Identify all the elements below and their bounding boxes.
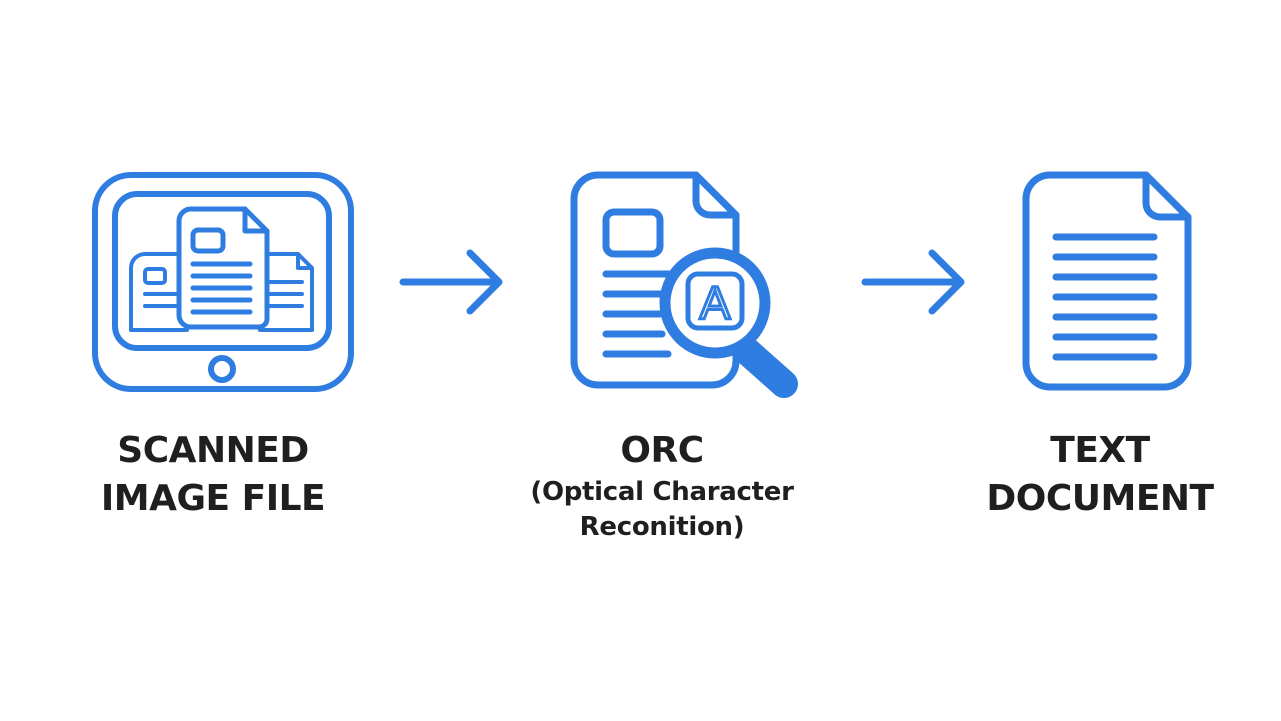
arrow-right-icon bbox=[398, 248, 508, 318]
label-line: SCANNED bbox=[117, 430, 309, 471]
step-label-scanned-image-file: SCANNED IMAGE FILE bbox=[83, 427, 343, 523]
ocr-title: ORC bbox=[620, 430, 704, 471]
step-label-ocr: ORC (Optical Character Reconition) bbox=[492, 427, 832, 545]
scanned-image-tablet-icon bbox=[92, 172, 354, 394]
magnifier-letter: A bbox=[700, 277, 731, 329]
label-line: IMAGE FILE bbox=[100, 478, 326, 519]
step-label-text-document: TEXT DOCUMENT bbox=[970, 427, 1230, 523]
ocr-document-magnifier-icon: A bbox=[568, 170, 808, 410]
arrow-right-icon bbox=[860, 248, 970, 318]
label-line: DOCUMENT bbox=[986, 478, 1214, 519]
ocr-subtitle-line: Reconition) bbox=[579, 512, 745, 542]
label-line: TEXT bbox=[1050, 430, 1150, 471]
ocr-subtitle-line: (Optical Character bbox=[530, 477, 794, 507]
text-document-icon bbox=[1020, 170, 1194, 396]
